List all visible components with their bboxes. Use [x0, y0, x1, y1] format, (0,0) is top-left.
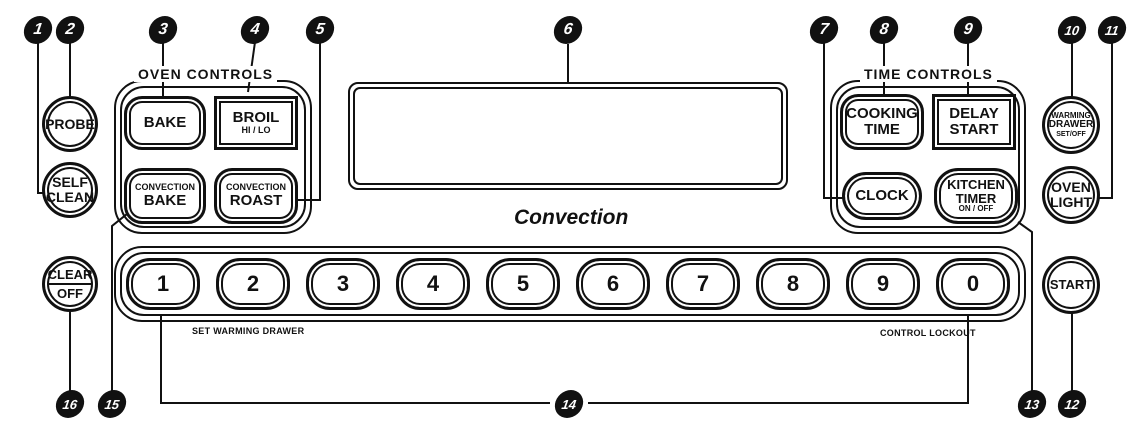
keypad-note-right: CONTROL LOCKOUT	[880, 328, 976, 338]
keypad-digit: 7	[696, 271, 710, 297]
keypad-key-2[interactable]: 2	[216, 258, 290, 310]
broil-label: BROIL	[232, 109, 280, 127]
warming-drawer-label-1: WARMING	[1051, 110, 1091, 120]
keypad-note-left: SET WARMING DRAWER	[192, 326, 305, 336]
keypad-key-0[interactable]: 0	[936, 258, 1010, 310]
kitchen-timer-button[interactable]: KITCHEN TIMER ON / OFF	[934, 168, 1018, 224]
start-button[interactable]: START	[1042, 256, 1100, 314]
warming-drawer-label-2: DRAWER	[1048, 119, 1094, 131]
off-label: OFF	[57, 285, 83, 301]
clock-button[interactable]: CLOCK	[842, 172, 922, 220]
keypad-digit: 3	[336, 271, 350, 297]
start-label: START	[1049, 277, 1093, 293]
oven-light-button[interactable]: OVEN LIGHT	[1042, 166, 1100, 224]
display-caption: Convection	[514, 206, 629, 229]
time-controls-label: TIME CONTROLS	[860, 66, 997, 82]
keypad-key-4[interactable]: 4	[396, 258, 470, 310]
keypad-digit: 8	[786, 271, 800, 297]
self-clean-button[interactable]: SELF CLEAN	[42, 162, 98, 218]
keypad-digit: 6	[606, 271, 620, 297]
warming-drawer-button[interactable]: WARMING DRAWER SET/OFF	[1042, 96, 1100, 154]
keypad-key-5[interactable]: 5	[486, 258, 560, 310]
kitchen-timer-sub-label: ON / OFF	[958, 204, 994, 214]
convection-roast-label-2: ROAST	[229, 191, 283, 209]
display-window	[348, 82, 788, 190]
cooking-time-label-1: COOKING	[846, 105, 918, 123]
leader-13	[1017, 221, 1033, 392]
probe-label: PROBE	[45, 115, 95, 132]
oven-light-label-2: LIGHT	[1050, 194, 1092, 210]
keypad-key-7[interactable]: 7	[666, 258, 740, 310]
leader-11	[1094, 42, 1113, 199]
leader-14	[160, 316, 550, 404]
keypad-key-1[interactable]: 1	[126, 258, 200, 310]
oven-controls-label: OVEN CONTROLS	[134, 66, 278, 82]
keypad-digit: 0	[966, 271, 980, 297]
convection-roast-label-1: CONVECTION	[225, 182, 286, 193]
cooking-time-button[interactable]: COOKING TIME	[840, 94, 924, 150]
self-clean-label-1: SELF	[52, 174, 88, 191]
keypad-key-3[interactable]: 3	[306, 258, 380, 310]
clear-off-button[interactable]: CLEAR OFF	[42, 256, 98, 312]
kitchen-timer-label-1: KITCHEN	[947, 177, 1005, 193]
keypad-key-6[interactable]: 6	[576, 258, 650, 310]
probe-button[interactable]: PROBE	[42, 96, 98, 152]
keypad-key-9[interactable]: 9	[846, 258, 920, 310]
bake-button[interactable]: BAKE	[124, 96, 206, 150]
convection-bake-label-1: CONVECTION	[134, 182, 195, 193]
bake-label: BAKE	[143, 114, 187, 132]
convection-bake-button[interactable]: CONVECTION BAKE	[124, 168, 206, 224]
kitchen-timer-label-2: TIMER	[955, 190, 997, 206]
convection-bake-label-2: BAKE	[143, 191, 187, 209]
keypad-digit: 9	[876, 271, 890, 297]
leader-7	[823, 42, 846, 199]
delay-start-label-1: DELAY	[949, 105, 999, 123]
delay-start-label-2: START	[949, 121, 999, 138]
keypad-digit: 5	[516, 271, 530, 297]
oven-light-label-1: OVEN	[1051, 179, 1091, 196]
keypad-digit: 1	[156, 271, 170, 297]
warming-drawer-sub-label: SET/OFF	[1056, 130, 1086, 138]
self-clean-label-2: CLEAN	[45, 189, 95, 205]
delay-start-button[interactable]: DELAY START	[932, 94, 1016, 150]
keypad-group	[114, 246, 1026, 322]
leader-14b	[588, 316, 969, 404]
cooking-time-label-2: TIME	[864, 121, 900, 138]
clear-label: CLEAR	[47, 268, 93, 285]
broil-button[interactable]: BROIL HI / LO	[214, 96, 298, 150]
keypad-digit: 4	[426, 271, 440, 297]
clock-label: CLOCK	[855, 187, 909, 205]
keypad-digit: 2	[246, 271, 260, 297]
broil-sub-label: HI / LO	[241, 125, 271, 136]
convection-roast-button[interactable]: CONVECTION ROAST	[214, 168, 298, 224]
keypad-key-8[interactable]: 8	[756, 258, 830, 310]
